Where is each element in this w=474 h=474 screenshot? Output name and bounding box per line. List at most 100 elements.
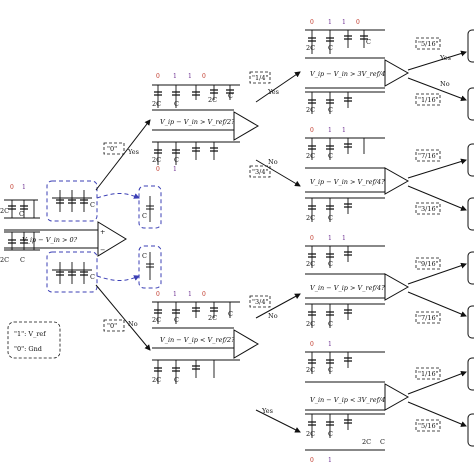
svg-text:0: 0 [156,291,160,298]
svg-text:2C: 2C [306,430,315,438]
svg-text:C: C [328,44,333,52]
branch-yes-label: Yes [127,148,139,156]
svg-text:1: 1 [173,291,177,298]
svg-text:C: C [366,38,371,46]
legend-vref: "1": V_ref [14,330,46,338]
stage2-code-b: "3/4" [249,165,271,178]
bit-label-zero: 0 [10,184,14,191]
cap-c-label: C [90,201,95,209]
svg-text:1: 1 [173,73,177,80]
svg-text:"1/16": "1/16" [418,96,439,104]
svg-text:1: 1 [328,235,332,242]
stage3-unit-1: 0 1 1 0 2C C C V_ip − V_in > 3V_ref/4? 2C C [305,19,410,114]
svg-text:1: 1 [173,166,177,173]
svg-text:C: C [174,316,179,324]
svg-text:"3/4": "3/4" [252,168,268,176]
branch-code-down: "0" [103,319,125,332]
stage2-no-c: No [268,312,278,320]
svg-text:2C: 2C [306,320,315,328]
svg-text:"9/16": "9/16" [418,260,439,268]
stage3-compare-2: V_ip − V_in > V_ref/4? [310,178,385,186]
stage2-yes-d: Yes [261,407,273,415]
stage2-bottom-compare: V_in − V_ip < V_ref/2? [160,336,235,344]
svg-text:1: 1 [188,73,192,80]
svg-text:"1/4": "1/4" [252,74,268,82]
svg-text:C: C [328,152,333,160]
svg-text:C: C [174,156,179,164]
cap-c-label: C [142,212,147,220]
stage2-yes-a: Yes [267,88,279,96]
svg-text:1: 1 [188,291,192,298]
cap-c-label: C [142,252,147,260]
output-yes-label: Yes [439,54,451,62]
svg-text:0: 0 [310,235,314,242]
stage3-compare-3: V_in − V_ip > V_ref/4? [310,284,385,292]
svg-text:0: 0 [202,73,206,80]
result-boxes [467,29,474,447]
svg-text:C: C [380,438,385,446]
svg-text:0: 0 [310,457,314,464]
svg-text:0: 0 [202,291,206,298]
svg-text:2C: 2C [208,314,217,322]
bit-label-one: 1 [22,184,26,191]
svg-text:C: C [328,430,333,438]
legend-box: "1": V_ref "0": Gnd [7,321,61,359]
output-code-7: "1/16" [415,367,441,380]
svg-text:2C: 2C [306,106,315,114]
cap-c-label: C [90,273,95,281]
svg-text:0: 0 [356,19,360,26]
svg-text:2C: 2C [152,156,161,164]
svg-text:1: 1 [328,19,332,26]
output-code-3: "7/16" [415,149,441,162]
svg-text:2C: 2C [362,438,371,446]
svg-text:C: C [328,366,333,374]
svg-text:0: 0 [310,19,314,26]
svg-text:1: 1 [342,127,346,134]
svg-text:2C: 2C [306,44,315,52]
svg-text:"5/16": "5/16" [418,40,439,48]
cap-2c-label: 2C [0,207,9,215]
svg-text:C: C [328,320,333,328]
svg-text:"0": "0" [107,145,117,153]
comparator-stage2-top [233,111,259,141]
branch-code-up: "0" [103,142,125,155]
stage3-compare-4: V_in − V_ip < 3V_ref/4? [310,396,389,404]
sampling-group-top [46,180,98,222]
svg-text:2C: 2C [152,316,161,324]
feedback-cap-top [138,185,162,229]
svg-text:"7/16": "7/16" [418,314,439,322]
svg-text:C: C [328,214,333,222]
branch-arrow-up [95,119,151,191]
svg-text:2C: 2C [306,214,315,222]
branch-no-label: No [128,320,138,328]
cap-c-label: C [19,210,24,218]
svg-text:"0": "0" [107,322,117,330]
svg-text:"5/16": "5/16" [418,422,439,430]
svg-text:1: 1 [342,19,346,26]
comparator-stage1 [97,221,127,257]
svg-text:C: C [328,106,333,114]
output-arrows [407,50,467,427]
svg-text:1: 1 [328,127,332,134]
stage2-code-c: "3/4" [249,295,271,308]
cap-2c-label: 2C [0,256,9,264]
sampling-group-bottom [46,251,98,293]
stage2-top-compare: V_ip − V_in > V_ref/2? [160,118,235,126]
svg-text:"1/16": "1/16" [418,370,439,378]
output-code-5: "9/16" [415,257,441,270]
comparator-minus: − [100,246,105,254]
output-code-8: "5/16" [415,419,441,432]
svg-text:2C: 2C [306,152,315,160]
svg-text:2C: 2C [208,96,217,104]
svg-text:0: 0 [156,73,160,80]
output-no-label: No [440,80,450,88]
svg-text:"7/16": "7/16" [418,152,439,160]
legend-gnd: "0": Gnd [14,345,42,353]
svg-text:C: C [174,376,179,384]
stage3-compare-1: V_ip − V_in > 3V_ref/4? [310,70,389,78]
svg-text:1: 1 [328,341,332,348]
